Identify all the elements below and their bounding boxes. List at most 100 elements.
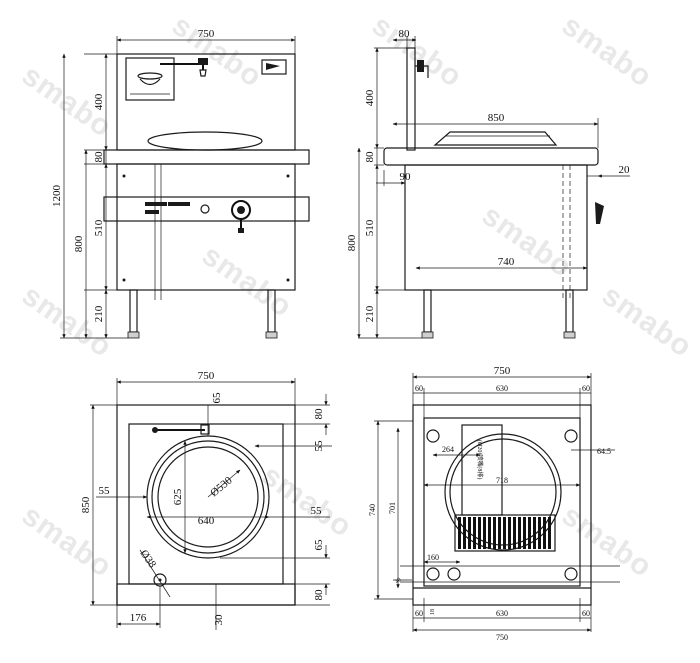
dim-leg-height: 210 xyxy=(364,305,376,322)
dim-drain-offset-x: 176 xyxy=(130,612,147,624)
dim-width-bottom: 750 xyxy=(496,633,508,642)
dim-width: 750 xyxy=(198,370,215,382)
gas-lever-icon xyxy=(595,202,604,224)
dim-bottom-left: 60 xyxy=(415,609,423,618)
control-label xyxy=(168,202,190,206)
burner-plate xyxy=(461,424,503,516)
dim-left-margin: 60 xyxy=(415,384,423,393)
dim-bowl-outer-dia: 640 xyxy=(198,515,215,527)
dim-top-height: 80 xyxy=(364,151,376,163)
wok-icon xyxy=(139,78,161,86)
bowl-rim xyxy=(151,440,265,554)
control-plate xyxy=(125,57,175,101)
dim-right-margin-lower: 55 xyxy=(311,505,323,517)
leg-foot xyxy=(127,331,140,339)
dim-width-top: 750 xyxy=(494,365,511,377)
front-view: 750 400 80 510 210 800 1200 xyxy=(51,28,310,339)
dim-burner-offset: 264 xyxy=(442,445,454,454)
base-view: (Ø20)喷嘴(8排) 750 60 630 60 264 718 64.5 7… xyxy=(368,365,620,642)
leg-hole xyxy=(564,429,578,443)
control-band xyxy=(103,196,310,222)
back-panel-side xyxy=(406,47,416,151)
watermark-text: smabo xyxy=(596,279,698,364)
dim-outer-depth: 740 xyxy=(368,504,377,516)
dim-bottom-right: 60 xyxy=(582,609,590,618)
faucet-spout-icon xyxy=(199,69,207,77)
dim-width: 750 xyxy=(198,28,215,40)
leg-hole xyxy=(564,567,578,581)
watermark-text: smabo xyxy=(556,9,658,94)
dim-front-margin-ring: 65 xyxy=(313,539,325,551)
top-surface xyxy=(103,149,310,165)
leader-line xyxy=(139,549,171,598)
dim-rear-gap: 20 xyxy=(619,164,631,176)
dim-small: 40 xyxy=(394,577,402,585)
dim-top-depth: 850 xyxy=(488,112,505,124)
dim-right-margin: 60 xyxy=(582,384,590,393)
dim-leg-height: 210 xyxy=(93,305,105,322)
dim-cabinet-height: 510 xyxy=(93,219,105,236)
bowl-inner xyxy=(157,446,259,548)
brand-logo-icon xyxy=(266,63,280,70)
nozzle-block xyxy=(454,514,556,552)
side-view: 80 400 80 510 210 800 850 90 20 740 xyxy=(346,28,631,339)
logo-plate xyxy=(261,59,287,75)
faucet-valve-icon xyxy=(198,58,208,65)
dim-faucet-offset: 65 xyxy=(211,392,223,404)
dim-side-offset: 64.5 xyxy=(597,447,611,456)
faucet-spout-icon xyxy=(200,424,210,435)
dim-bowl-inner-dia: 625 xyxy=(172,488,184,505)
indicator-light-icon xyxy=(200,204,210,214)
dim-inner-depth: 701 xyxy=(388,502,397,514)
burner-ring xyxy=(444,433,562,551)
leg-hole xyxy=(426,429,440,443)
dim-upper-height: 400 xyxy=(364,89,376,106)
screw-icon xyxy=(122,174,126,178)
faucet-valve-icon xyxy=(152,427,158,433)
screw-icon xyxy=(122,278,126,282)
gas-lever-icon xyxy=(238,228,244,233)
dim-back-margin: 80 xyxy=(313,408,325,420)
leg xyxy=(129,289,138,333)
control-label xyxy=(145,210,159,214)
wok-icon xyxy=(137,72,163,80)
dim-bottom-offset: 18 xyxy=(430,609,436,615)
dim-burner-x: 160 xyxy=(427,553,439,562)
faucet-icon xyxy=(160,63,204,70)
leg xyxy=(423,289,432,333)
watermark-text: smabo xyxy=(16,499,118,584)
dim-left-margin: 55 xyxy=(99,485,111,497)
wok-edge xyxy=(433,131,558,146)
dim-line xyxy=(207,469,241,498)
watermark-text: smabo xyxy=(556,499,658,584)
front-rail xyxy=(116,583,296,606)
leg-hole xyxy=(426,567,440,581)
cabinet xyxy=(116,163,296,291)
dim-cabinet-depth: 740 xyxy=(498,256,515,268)
dim-top-height: 80 xyxy=(93,151,105,163)
cabinet-side xyxy=(404,164,588,291)
control-label xyxy=(145,202,167,206)
dim-base-height: 800 xyxy=(346,234,358,251)
dim-span: 630 xyxy=(496,384,508,393)
watermark-layer: smabo smabo smabo smabo smabo smabo smab… xyxy=(16,9,698,584)
wok-bowl xyxy=(147,131,263,151)
screw-icon xyxy=(286,174,290,178)
leg-foot xyxy=(265,331,278,339)
dim-drain-offset-y: 30 xyxy=(213,614,225,626)
dim-base-height: 800 xyxy=(73,235,85,252)
dim-upper-height: 400 xyxy=(93,93,105,110)
gas-knob-icon xyxy=(237,206,245,214)
dim-panel-depth: 80 xyxy=(399,28,411,40)
watermark-text: smabo xyxy=(166,9,268,94)
top-surface-side xyxy=(383,147,599,166)
dim-cabinet-height: 510 xyxy=(364,219,376,236)
base-inner xyxy=(423,417,581,587)
watermark-text: smabo xyxy=(256,459,358,544)
leg-foot xyxy=(421,331,434,339)
dim-depth: 850 xyxy=(80,496,92,513)
watermark-text: smabo xyxy=(366,9,468,94)
dim-total-height: 1200 xyxy=(51,185,63,208)
leg-hole xyxy=(447,567,461,581)
